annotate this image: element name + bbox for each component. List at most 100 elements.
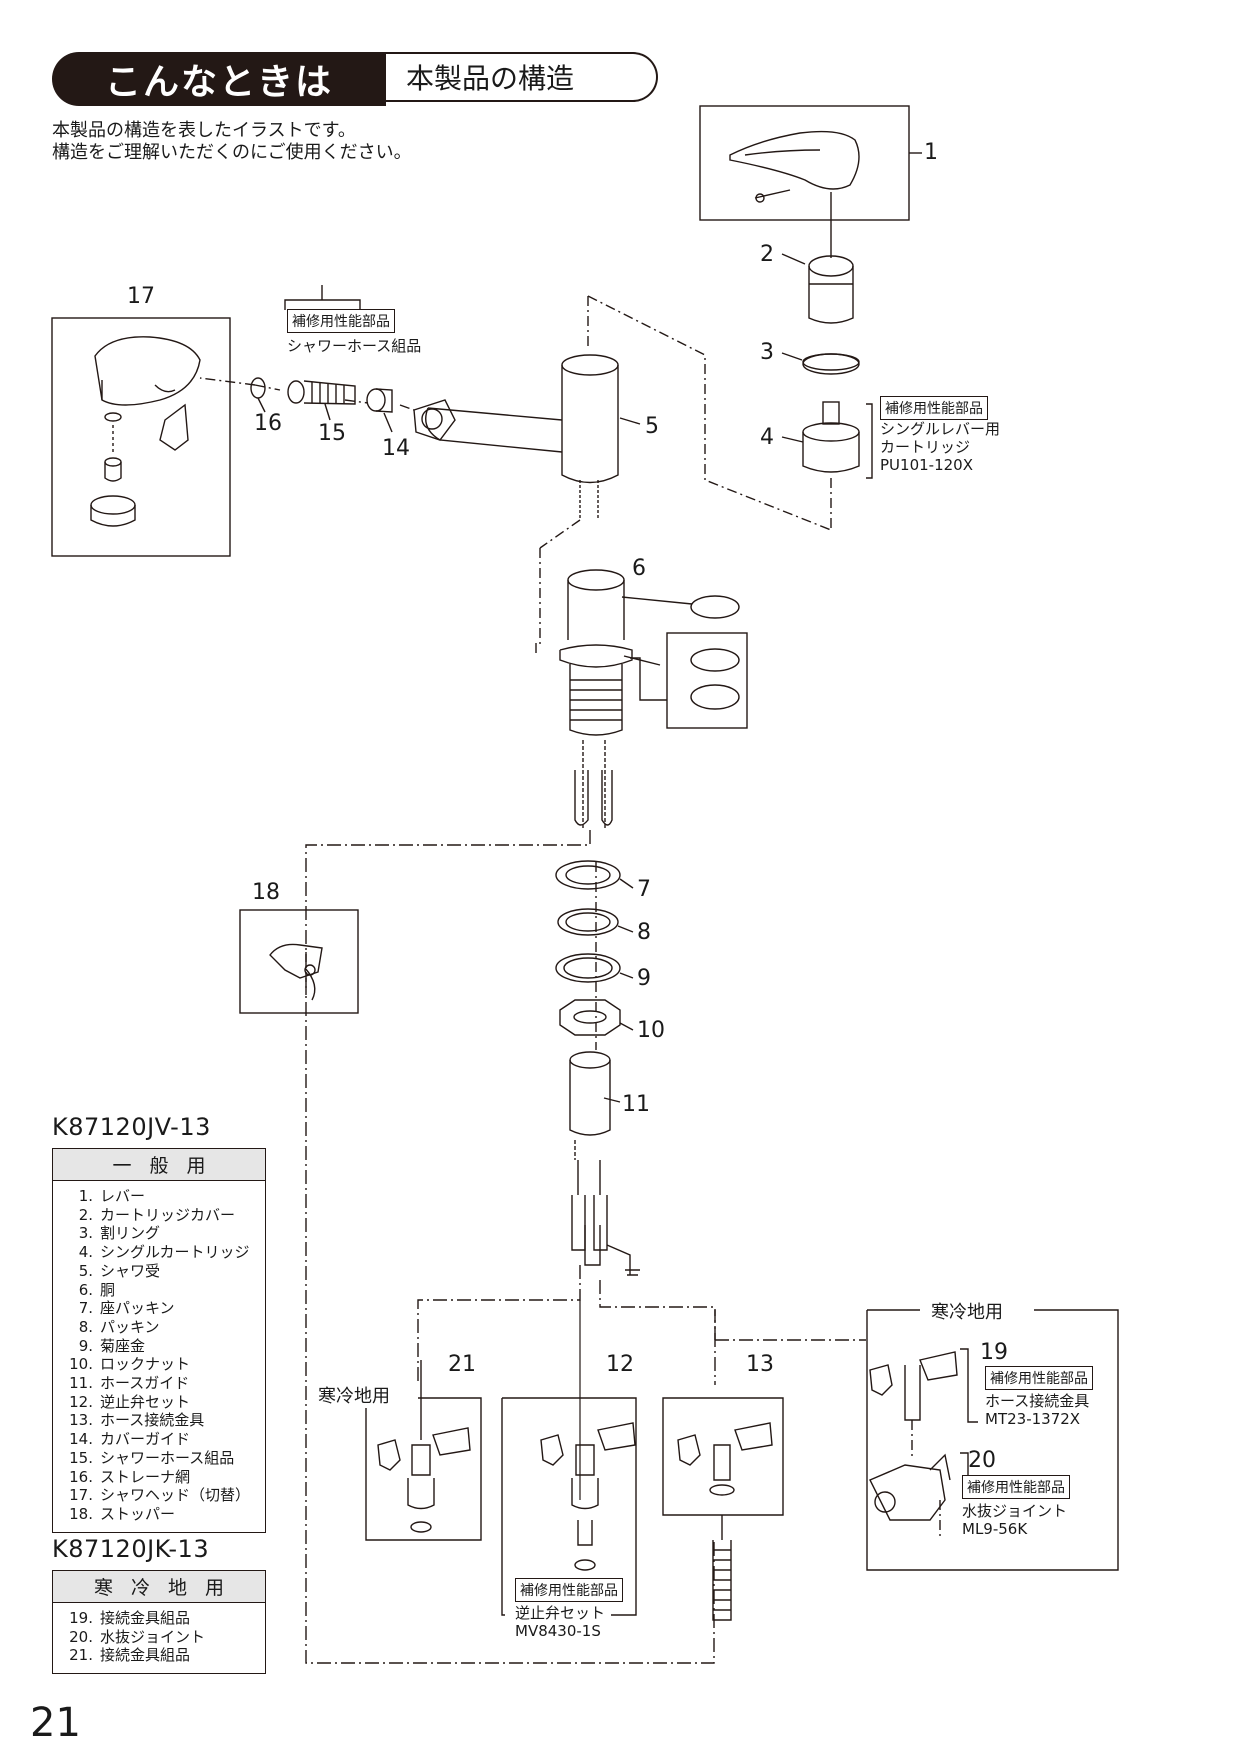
callout-8: 8: [637, 920, 651, 945]
parts-general-item: 18. ストッパー: [67, 1505, 265, 1524]
item-number: 13.: [69, 1411, 93, 1430]
cold-region-label-left: 寒冷地用: [312, 1382, 396, 1408]
parts-cold-item: 21. 接続金具組品: [67, 1646, 265, 1665]
item-number: 1.: [78, 1187, 93, 1205]
parts-list-general: 1. レバー 2. カートリッジカバー 3. 割リング 4. シングルカートリッジ 5. シャワ受…: [53, 1181, 265, 1532]
check-valve-note: 逆止弁セット MV8430-1S: [515, 1604, 606, 1640]
item-name: 胴: [100, 1280, 116, 1299]
callout-1: 1: [924, 140, 938, 165]
model-number-general: K87120JV-13: [52, 1113, 211, 1141]
repair-part-tag-check-valve: 補修用性能部品: [515, 1578, 623, 1602]
callout-12: 12: [606, 1352, 634, 1377]
item-name: 水抜ジョイント: [100, 1627, 206, 1646]
item-name: 座パッキン: [100, 1299, 175, 1318]
parts-general-item: 3. 割リング: [67, 1224, 265, 1243]
drain-joint-note: 水抜ジョイント ML9-56K: [962, 1502, 1068, 1538]
page-number: 21: [30, 1700, 81, 1746]
item-number: 3.: [78, 1224, 93, 1243]
callout-5: 5: [645, 414, 659, 439]
item-name: ストレーナ網: [100, 1467, 191, 1486]
item-name: 逆止弁セット: [100, 1392, 191, 1411]
callout-17: 17: [127, 284, 155, 309]
item-name: ホースガイド: [100, 1374, 190, 1393]
item-name: パッキン: [100, 1317, 160, 1336]
item-name: ホース接続金具: [100, 1411, 205, 1430]
item-number: 6.: [78, 1280, 93, 1299]
item-number: 17.: [69, 1486, 93, 1505]
repair-part-tag-hose: 補修用性能部品: [287, 309, 395, 333]
section-tab: こんなときは: [52, 52, 386, 106]
item-name: 接続金具組品: [100, 1609, 191, 1627]
item-name: カバーガイド: [100, 1430, 191, 1449]
parts-cold-item: 19. 接続金具組品: [67, 1609, 265, 1628]
callout-14: 14: [382, 436, 410, 461]
item-name: 菊座金: [100, 1336, 146, 1355]
item-number: 14.: [69, 1430, 93, 1449]
item-name: シャワ受: [100, 1261, 161, 1280]
parts-general-item: 10. ロックナット: [67, 1355, 265, 1374]
item-number: 8.: [78, 1317, 93, 1336]
parts-general-item: 13. ホース接続金具: [67, 1411, 265, 1430]
item-number: 19.: [69, 1609, 93, 1627]
parts-general-item: 9. 菊座金: [67, 1337, 265, 1356]
callout-7: 7: [637, 877, 651, 902]
table-heading-cold: 寒冷地用: [53, 1571, 265, 1603]
parts-general-item: 1. レバー: [67, 1187, 265, 1206]
callout-9: 9: [637, 966, 651, 991]
item-name: シャワーホース組品: [100, 1448, 235, 1467]
callout-11: 11: [622, 1092, 650, 1117]
item-name: ストッパー: [100, 1504, 176, 1523]
item-number: 10.: [69, 1355, 93, 1374]
item-number: 9.: [78, 1336, 93, 1355]
item-number: 16.: [69, 1467, 93, 1486]
parts-list-cold: 19. 接続金具組品 20. 水抜ジョイント 21. 接続金具組品: [53, 1603, 265, 1673]
callout-21: 21: [448, 1352, 476, 1377]
parts-general-item: 5. シャワ受: [67, 1262, 265, 1281]
item-name: カートリッジカバー: [100, 1205, 236, 1224]
item-number: 4.: [78, 1243, 93, 1262]
parts-general-item: 6. 胴: [67, 1281, 265, 1300]
callout-13: 13: [746, 1352, 774, 1377]
repair-part-tag-hose-fitting: 補修用性能部品: [985, 1366, 1093, 1390]
cartridge-note: シングルレバー用 カートリッジ PU101-120X: [880, 420, 1001, 474]
model-number-cold: K87120JK-13: [52, 1535, 210, 1563]
parts-general-item: 8. パッキン: [67, 1318, 265, 1337]
parts-table-cold: 寒冷地用 19. 接続金具組品 20. 水抜ジョイント 21. 接続金具組品: [52, 1570, 266, 1675]
table-heading-general: 一般用: [53, 1149, 265, 1181]
parts-general-item: 17.シャワヘッド（切替）: [67, 1486, 265, 1505]
callout-10: 10: [637, 1018, 665, 1043]
callout-19: 19: [980, 1340, 1008, 1365]
callout-4: 4: [760, 425, 774, 450]
item-number: 18.: [69, 1504, 93, 1523]
callout-18: 18: [252, 880, 280, 905]
item-name: 割リング: [100, 1224, 161, 1243]
shower-hose-note: シャワーホース組品: [287, 337, 422, 355]
parts-general-item: 4. シングルカートリッジ: [67, 1243, 265, 1262]
page-title: 本製品の構造: [386, 52, 658, 102]
parts-general-item: 12. 逆止弁セット: [67, 1393, 265, 1412]
hose-fitting-note: ホース接続金具 MT23-1372X: [985, 1392, 1090, 1428]
item-number: 2.: [78, 1205, 93, 1224]
item-name: シングルカートリッジ: [100, 1243, 250, 1262]
item-number: 21.: [69, 1646, 93, 1665]
item-number: 20.: [69, 1627, 93, 1646]
callout-20: 20: [968, 1448, 996, 1473]
parts-general-item: 15. シャワーホース組品: [67, 1449, 265, 1468]
parts-general-item: 2. カートリッジカバー: [67, 1206, 265, 1225]
item-number: 5.: [78, 1261, 93, 1280]
item-number: 15.: [69, 1448, 93, 1467]
item-number: 7.: [78, 1299, 93, 1318]
item-number: 12.: [69, 1392, 93, 1411]
parts-general-item: 16. ストレーナ網: [67, 1468, 265, 1487]
parts-cold-item: 20. 水抜ジョイント: [67, 1628, 265, 1647]
callout-3: 3: [760, 340, 774, 365]
intro-text: 本製品の構造を表したイラストです。 構造をご理解いただくのにご使用ください。: [52, 120, 412, 163]
item-name: 接続金具組品: [100, 1646, 191, 1665]
item-name: レバー: [100, 1187, 146, 1205]
item-number: 11.: [69, 1374, 93, 1393]
parts-general-item: 11. ホースガイド: [67, 1374, 265, 1393]
item-name: ロックナット: [100, 1355, 191, 1374]
repair-part-tag-cartridge: 補修用性能部品: [880, 396, 988, 420]
